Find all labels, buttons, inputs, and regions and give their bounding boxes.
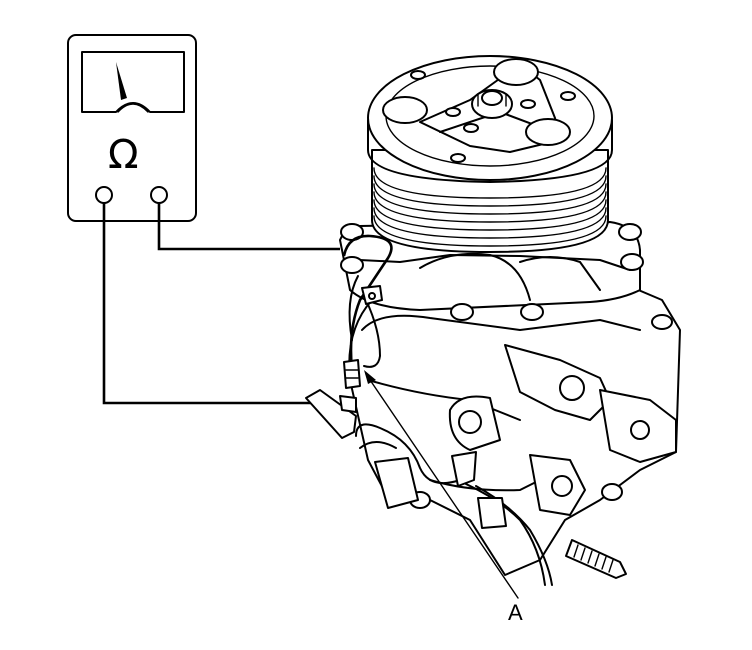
field-coil-lead: [342, 234, 393, 371]
mounting-hole-bottom: [551, 475, 573, 497]
hub-shaft: [481, 90, 503, 106]
ohm-symbol: Ω: [108, 132, 139, 178]
probe-clip: [339, 395, 357, 413]
callout-a: A: [364, 370, 523, 625]
pulley-grooves: [373, 167, 607, 247]
test-lead-right: [157, 203, 340, 251]
callout-a-label: A: [508, 600, 523, 625]
harness-grommet: [477, 497, 507, 529]
pulley-body: [371, 149, 609, 253]
clutch-rivets: [382, 58, 576, 163]
lead-wire-loop: [363, 299, 381, 368]
hub-nut-flats: [477, 93, 507, 107]
meter-display: [81, 51, 185, 113]
front-plate-edge: [359, 254, 631, 271]
ohmmeter-icon: Ω: [67, 34, 197, 222]
housing-bolts: [340, 223, 673, 509]
meter-terminal-left: [95, 186, 113, 204]
test-lead-left: [102, 203, 318, 405]
lead-clip-screw: [368, 292, 376, 300]
meter-terminal-right: [150, 186, 168, 204]
callout-a-arrowhead: [364, 370, 376, 384]
mounting-hole-lower: [458, 410, 482, 434]
meter-needle: [116, 62, 127, 100]
callout-a-leader: [365, 373, 519, 599]
front-plate-boss-right: [519, 256, 601, 291]
harness-bracket: [451, 451, 477, 487]
field-coil-lead-parallel: [348, 275, 359, 341]
compressor-icon: [305, 55, 681, 586]
mounting-hole-right: [630, 420, 650, 440]
meter-body: [67, 34, 197, 222]
threaded-stud: [565, 539, 627, 579]
harness-connector: [374, 457, 419, 509]
front-plate-boss: [419, 252, 531, 301]
stud-threads: [573, 544, 614, 573]
housing-seam: [361, 314, 641, 331]
clutch-plate-rim: [367, 119, 613, 183]
mounting-ear-upper: [504, 344, 611, 421]
meter-arc: [117, 103, 149, 113]
lower-harness-loop: [359, 441, 397, 449]
connector-terminal-a-detail: [345, 369, 359, 379]
mounting-hole-upper: [559, 375, 585, 401]
probe-tip: [305, 389, 357, 439]
connector-terminal-a: [343, 359, 361, 389]
lower-harness: [355, 423, 461, 484]
